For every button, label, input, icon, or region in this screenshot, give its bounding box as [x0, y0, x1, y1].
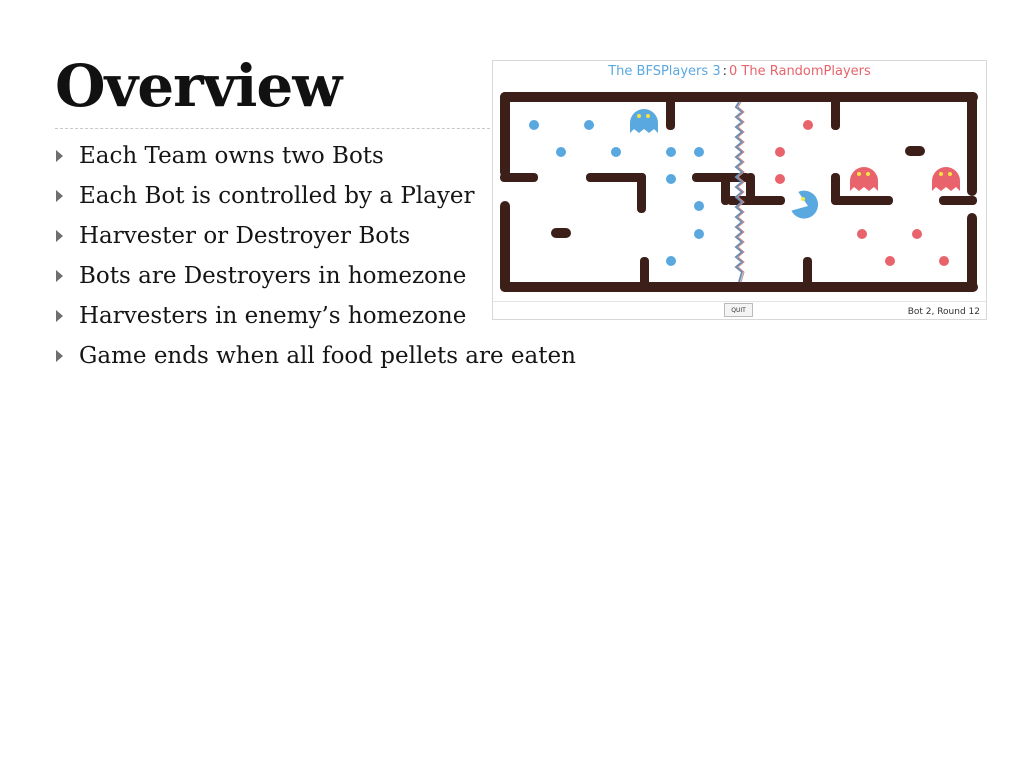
wall-right-stub — [939, 196, 977, 205]
bullet-text: Harvester or Destroyer Bots — [79, 223, 411, 249]
wall-right-hook-h — [831, 196, 893, 205]
bullet-item: Each Team owns two Bots — [52, 136, 576, 176]
food-pellet — [666, 174, 676, 184]
wall-top-stub-right — [831, 92, 840, 130]
red-ghost-bot-1 — [850, 167, 878, 191]
food-pellet — [694, 147, 704, 157]
team-right-name: The RandomPlayers — [741, 64, 871, 79]
wall-bottom-stub-left — [640, 257, 649, 287]
bullet-item: Bots are Destroyers in homezone — [52, 256, 576, 296]
bullet-text: Each Team owns two Bots — [79, 143, 384, 169]
red-ghost-bot-2 — [932, 167, 960, 191]
bullet-triangle-icon — [56, 310, 63, 322]
food-pellet — [694, 201, 704, 211]
food-pellet — [584, 120, 594, 130]
wall-right-hook-v — [831, 173, 840, 203]
wall-bottom — [500, 282, 978, 292]
bullet-text: Bots are Destroyers in homezone — [79, 263, 467, 289]
bullet-triangle-icon — [56, 150, 63, 162]
red-food-pellets — [775, 120, 949, 266]
food-pellet — [775, 174, 785, 184]
food-pellet — [775, 147, 785, 157]
title-divider — [55, 128, 495, 129]
bullet-triangle-icon — [56, 350, 63, 362]
scoreboard: The BFSPlayers 3:0 The RandomPlayers — [493, 61, 986, 83]
bullet-item: Harvesters in enemy’s homezone — [52, 296, 576, 336]
food-pellet — [857, 229, 867, 239]
round-status: Bot 2, Round 12 — [907, 307, 980, 317]
wall-top-stub-left — [666, 92, 675, 130]
score-left: 3 — [712, 64, 721, 79]
bullet-text: Each Bot is controlled by a Player — [79, 183, 475, 209]
wall-hook-h — [586, 173, 646, 182]
wall-left-upper — [500, 92, 510, 177]
quit-button[interactable]: QUIT — [724, 303, 753, 317]
food-pellet — [939, 256, 949, 266]
bullet-item: Each Bot is controlled by a Player — [52, 176, 576, 216]
game-screenshot: The BFSPlayers 3:0 The RandomPlayers — [492, 60, 987, 320]
wall-center-v1 — [721, 173, 730, 205]
score-separator: : — [722, 64, 727, 79]
bullet-item: Harvester or Destroyer Bots — [52, 216, 576, 256]
food-pellet — [611, 147, 621, 157]
wall-top — [500, 92, 978, 102]
bullet-triangle-icon — [56, 190, 63, 202]
blue-food-pellets — [529, 120, 704, 266]
wall-pill-left — [551, 228, 571, 238]
wall-center-v2 — [746, 173, 755, 205]
food-pellet — [885, 256, 895, 266]
food-pellet — [556, 147, 566, 157]
bullet-triangle-icon — [56, 230, 63, 242]
bullet-item: Game ends when all food pellets are eate… — [52, 336, 576, 376]
food-pellet — [666, 147, 676, 157]
blue-pacman-bot — [791, 190, 819, 219]
zone-border-shadow — [737, 101, 745, 283]
wall-pill-right — [905, 146, 925, 156]
game-footer: QUIT Bot 2, Round 12 — [493, 301, 986, 320]
food-pellet — [694, 229, 704, 239]
bullet-text: Game ends when all food pellets are eate… — [79, 343, 576, 369]
zone-border — [734, 101, 744, 283]
blue-ghost-bot — [630, 109, 658, 133]
wall-bottom-stub-right — [803, 257, 812, 287]
food-pellet — [803, 120, 813, 130]
bullet-triangle-icon — [56, 270, 63, 282]
wall-left-stub — [500, 173, 538, 182]
score-right: 0 — [729, 64, 738, 79]
game-board — [500, 92, 978, 292]
team-left-name: The BFSPlayers — [608, 64, 709, 79]
bullet-text: Harvesters in enemy’s homezone — [79, 303, 467, 329]
slide-title: Overview — [55, 52, 342, 120]
food-pellet — [666, 256, 676, 266]
food-pellet — [912, 229, 922, 239]
wall-left-lower — [500, 201, 510, 292]
bullet-list: Each Team owns two Bots Each Bot is cont… — [52, 136, 576, 376]
wall-right-lower — [967, 213, 977, 292]
food-pellet — [529, 120, 539, 130]
maze-walls — [500, 92, 978, 292]
wall-right-upper — [967, 92, 977, 196]
wall-hook-v — [637, 173, 646, 213]
